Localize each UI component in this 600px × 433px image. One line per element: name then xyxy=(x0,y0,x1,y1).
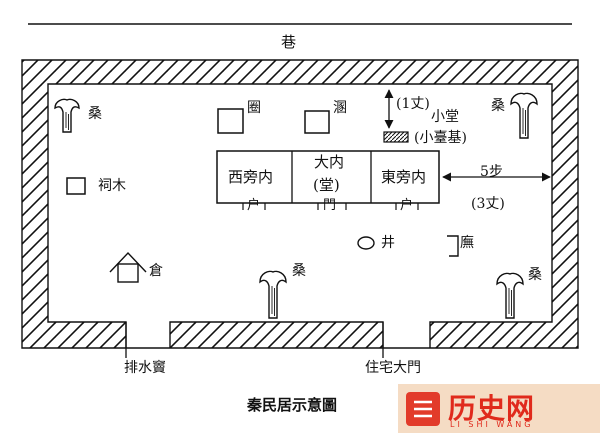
street-label: 巷 xyxy=(281,33,297,51)
stable-bracket xyxy=(447,235,459,257)
pen-1-label: 圈 xyxy=(247,100,261,116)
main-hall xyxy=(216,150,440,204)
logo-badge-icon xyxy=(406,392,440,426)
shrine-label: 祠木 xyxy=(98,178,126,194)
horizontal-zhang-label: (3丈) xyxy=(471,196,505,212)
diagram-caption: 秦民居示意圖 xyxy=(247,396,338,414)
granary-house xyxy=(109,251,147,283)
main-gate-label: 住宅大門 xyxy=(365,360,421,376)
mulberry-tree-2 xyxy=(510,92,538,139)
small-hall-label: 小堂 xyxy=(431,109,459,125)
logo-lines-icon xyxy=(414,400,432,418)
site-watermark-logo: 历史网 LI SHI WANG xyxy=(398,384,600,433)
horizontal-steps-label: 5步 xyxy=(480,164,503,180)
mulberry-tree-3 xyxy=(259,270,287,319)
granary-label: 倉 xyxy=(149,263,163,279)
door-center-label: 門 xyxy=(323,198,337,213)
well-ellipse xyxy=(357,236,375,250)
drain-label: 排水竇 xyxy=(124,360,166,376)
small-hall-base-label: (小臺基) xyxy=(414,130,467,146)
door-markers xyxy=(242,203,419,210)
well-label: 井 xyxy=(381,235,395,251)
door-left-label: 户 xyxy=(247,198,261,213)
center-room-label-1: 大内 xyxy=(314,153,345,171)
mulberry-label-2: 桑 xyxy=(491,98,505,114)
pen-2-box xyxy=(304,110,330,134)
pen-2-label: 溷 xyxy=(333,100,347,116)
mulberry-label-1: 桑 xyxy=(88,106,102,122)
logo-title: 历史网 xyxy=(448,392,536,425)
mulberry-label-4: 桑 xyxy=(528,267,542,283)
mulberry-tree-4 xyxy=(496,272,524,319)
west-room-label: 西旁内 xyxy=(228,168,274,186)
east-room-label: 東旁内 xyxy=(381,168,427,186)
pen-1-box xyxy=(217,108,244,134)
stable-label: 廡 xyxy=(460,235,474,251)
mulberry-tree-1 xyxy=(54,98,80,133)
logo-subtitle: LI SHI WANG xyxy=(450,420,534,429)
small-hall-base xyxy=(383,131,409,143)
center-room-label-2: (堂) xyxy=(313,176,340,194)
mulberry-label-3: 桑 xyxy=(292,263,306,279)
shrine-box xyxy=(66,177,86,195)
door-right-label: 户 xyxy=(400,198,414,213)
vertical-dimension-label: (1丈) xyxy=(396,96,430,112)
